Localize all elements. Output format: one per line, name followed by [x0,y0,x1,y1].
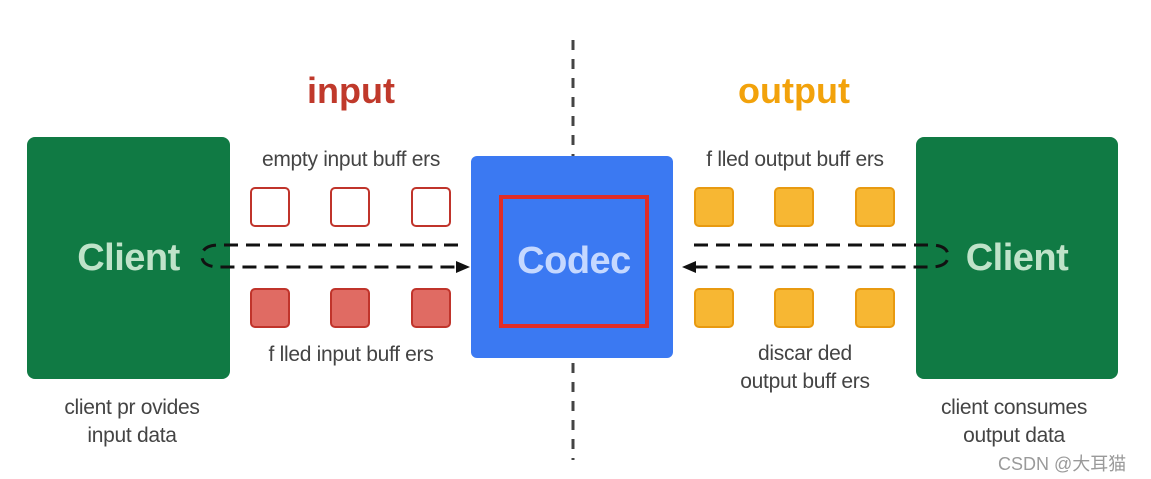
input-title: input [307,70,395,111]
filled-input-buffer [330,288,370,328]
left-client-block: Client [27,137,230,379]
input-flow-arrows [200,243,470,273]
discarded-output-buffer [855,288,895,328]
filled-output-buffer [694,187,734,227]
output-flow-arrows [682,243,950,273]
codec-inner-frame: Codec [499,195,649,328]
filled-input-buffer [411,288,451,328]
discarded-output-buffers-label: discar ded output buff ers [740,342,870,393]
filled-input-buffers-label: f lled input buff ers [268,343,434,366]
left-client-label: Client [77,236,180,279]
right-client-caption: client consumes output data [940,396,1088,447]
empty-input-buffer [411,187,451,227]
empty-input-buffer [250,187,290,227]
discarded-output-buffer [694,288,734,328]
filled-output-buffer [774,187,814,227]
filled-output-buffer [855,187,895,227]
left-client-caption: client pr ovides input data [64,396,200,447]
empty-input-buffer [330,187,370,227]
codec-label: Codec [517,240,631,282]
watermark: CSDN @大耳猫 [998,454,1127,474]
filled-output-buffers-label: f lled output buff ers [706,148,884,171]
output-title: output [738,70,850,111]
empty-input-buffers-label: empty input buff ers [261,148,441,171]
filled-input-buffer [250,288,290,328]
right-client-label: Client [965,236,1069,279]
right-client-block: Client [916,137,1118,379]
discarded-output-buffer [774,288,814,328]
